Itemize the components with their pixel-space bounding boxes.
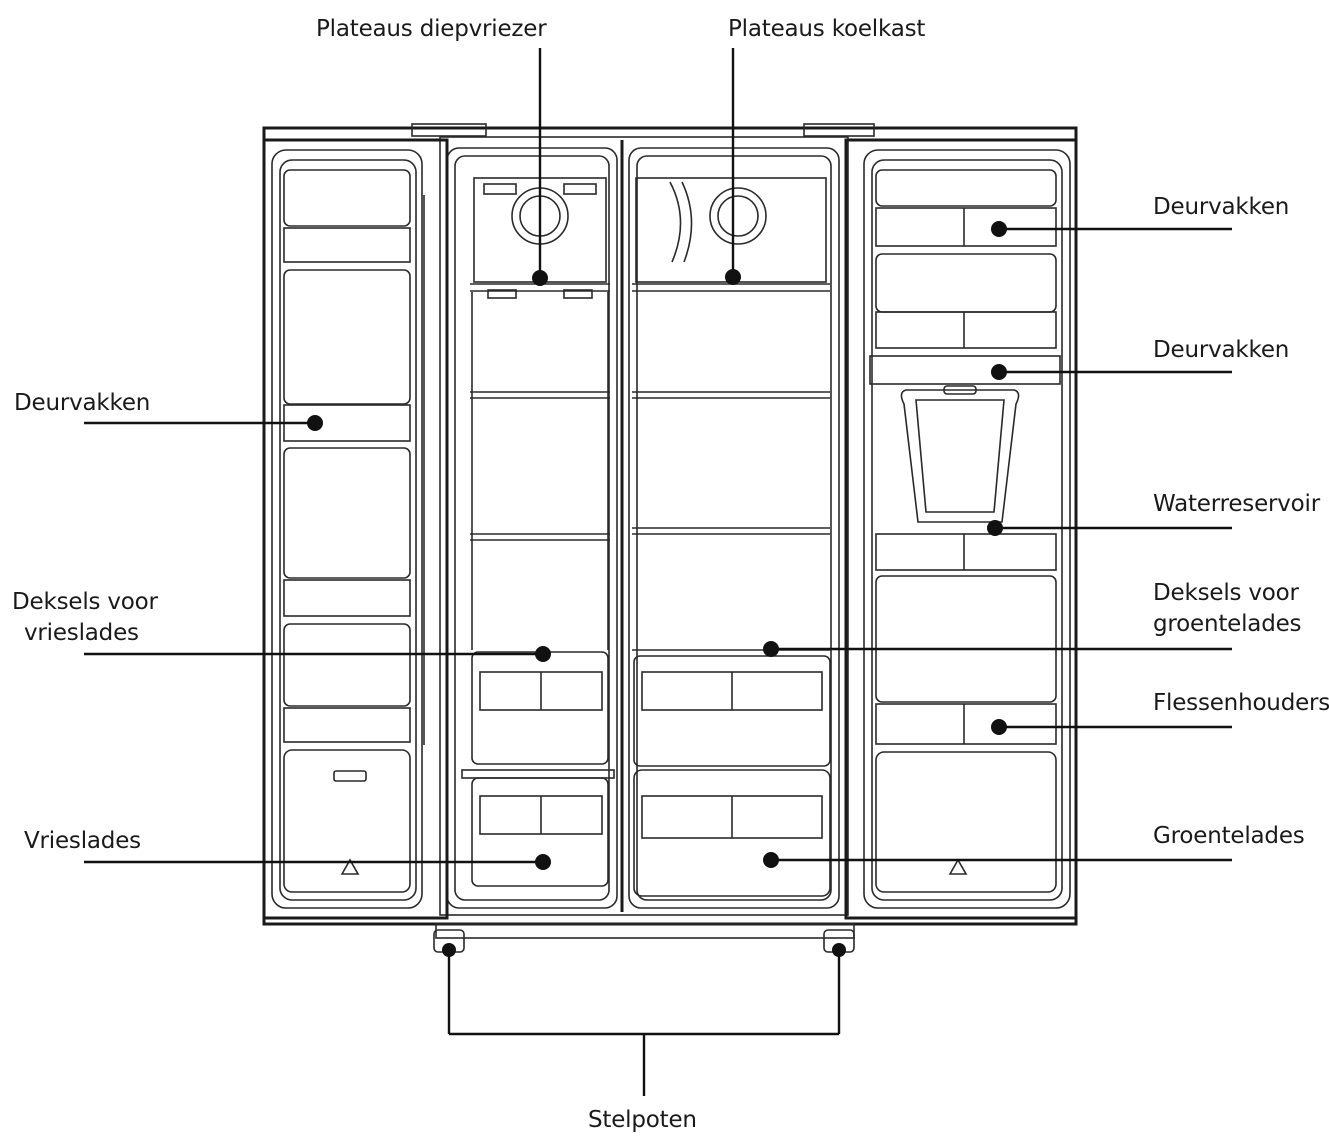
label-fridge-shelves: Plateaus koelkast bbox=[728, 16, 926, 42]
label-freezer-drawers: Vrieslades bbox=[24, 828, 141, 854]
leader-adjustable-feet bbox=[447, 956, 841, 1096]
leader-water-reservoir bbox=[987, 520, 1232, 536]
leader-freezer-drawers bbox=[84, 854, 551, 870]
fridge-interior bbox=[632, 177, 831, 897]
leader-fridge-shelves bbox=[725, 48, 741, 285]
label-bottle-holders: Flessenhouders bbox=[1153, 690, 1329, 716]
label-crisper-drawers: Groentelades bbox=[1153, 823, 1305, 849]
leader-bottle-holders bbox=[991, 719, 1232, 735]
label-crisper-covers-line2: groentelades bbox=[1153, 611, 1302, 637]
leader-freezer-shelves bbox=[532, 48, 548, 286]
leader-door-shelves-left bbox=[84, 415, 323, 431]
left-door bbox=[262, 138, 449, 920]
label-crisper-covers-line1: Deksels voor bbox=[1153, 580, 1299, 606]
leader-crisper-covers bbox=[763, 641, 1232, 657]
label-door-shelves-right-top: Deurvakken bbox=[1153, 194, 1290, 220]
leader-door-shelves-right-top bbox=[991, 221, 1232, 237]
leader-freezer-drawer-covers bbox=[84, 646, 551, 662]
feet bbox=[433, 929, 855, 957]
label-door-shelves-left: Deurvakken bbox=[14, 390, 151, 416]
label-freezer-drawer-covers-line1: Deksels voor bbox=[12, 589, 158, 615]
label-freezer-drawer-covers-line2: vrieslades bbox=[24, 620, 139, 646]
label-freezer-shelves: Plateaus diepvriezer bbox=[316, 16, 547, 42]
label-water-reservoir: Waterreservoir bbox=[1153, 491, 1321, 517]
leader-crisper-drawers bbox=[763, 852, 1232, 868]
leader-door-shelves-right-mid bbox=[991, 364, 1232, 380]
label-door-shelves-right-mid: Deurvakken bbox=[1153, 337, 1290, 363]
cabinet bbox=[262, 123, 1078, 939]
label-adjustable-feet: Stelpoten bbox=[588, 1107, 697, 1133]
